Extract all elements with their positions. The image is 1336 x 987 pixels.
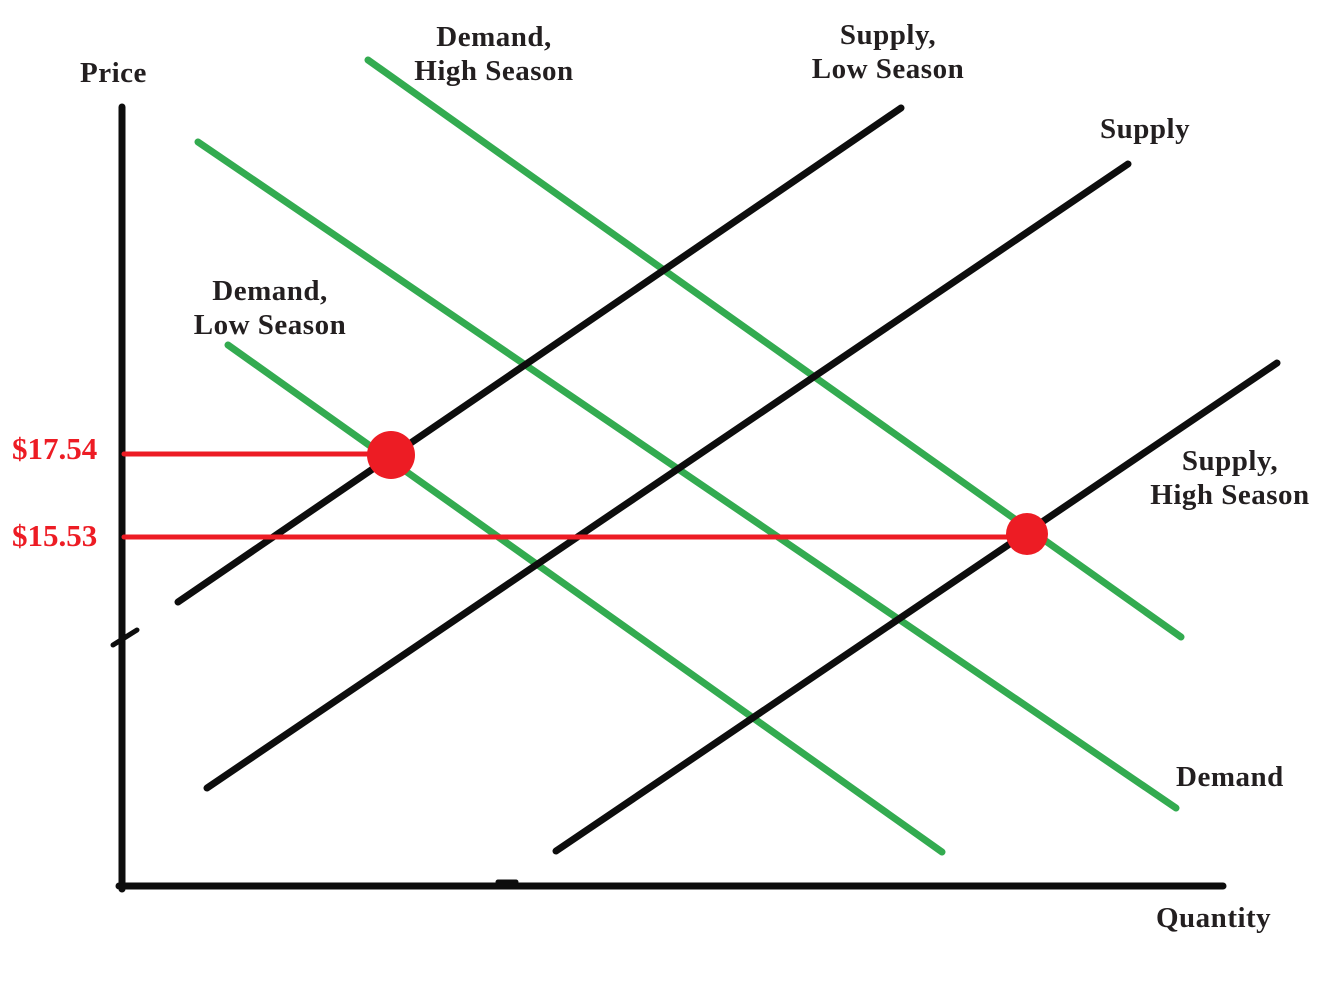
y-axis-tick [110, 627, 140, 648]
supply-low-season-line [174, 104, 905, 606]
demand-high-season-line [364, 56, 1185, 641]
equilibrium-dot-2 [1006, 513, 1048, 555]
label-supply: Supply [1100, 113, 1191, 145]
label-demand-high-season: Demand, High Season [414, 21, 574, 88]
equilibrium-dot-1 [367, 431, 415, 479]
label-demand: Demand [1176, 761, 1284, 793]
y-axis-label: Price [80, 57, 147, 89]
x-axis-label: Quantity [1156, 902, 1272, 934]
demand-line [194, 138, 1180, 812]
equilibrium-price-low-label: $15.53 [12, 518, 98, 553]
label-supply-low-season: Supply, Low Season [811, 19, 965, 86]
supply-high-season-line [552, 359, 1281, 855]
label-demand-low-season: Demand, Low Season [193, 275, 347, 342]
supply-line [203, 160, 1132, 792]
equilibrium-price-high-label: $17.54 [12, 431, 98, 466]
demand-low-season-line [224, 341, 946, 856]
label-supply-high-season: Supply, High Season [1150, 445, 1310, 512]
